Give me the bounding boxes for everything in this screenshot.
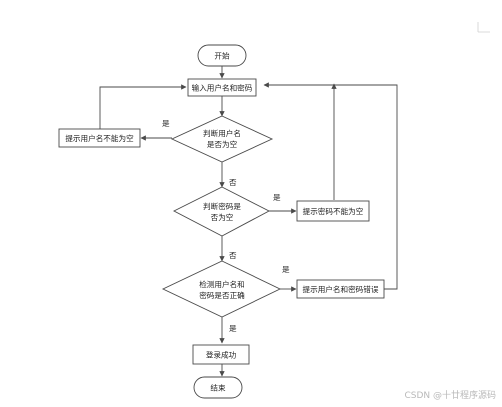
node-start-text: 开始 (214, 51, 230, 61)
node-tip-wrong: 提示用户名和密码错误 (296, 279, 385, 299)
node-tip-pwd-text: 提示密码不能为空 (303, 206, 364, 216)
label-user-empty-no: 否 (229, 178, 237, 187)
node-start: 开始 (197, 44, 247, 67)
node-login-success: 登录成功 (192, 344, 250, 365)
node-input: 输入用户名和密码 (187, 78, 257, 97)
label-match-yes: 是 (229, 324, 237, 333)
node-tip-user-text: 提示用户名不能为空 (65, 133, 134, 143)
node-check-pwd-empty: 判断密码是 否为空 (173, 186, 270, 237)
watermark-text: CSDN @十廿程序源码 (404, 389, 496, 401)
node-check-match-text-1: 检测用户名和 (199, 279, 245, 289)
page-corner-mark (477, 22, 490, 33)
node-check-user-text-1: 判断用户名 (203, 128, 241, 138)
node-end-text: 结束 (210, 383, 226, 393)
node-tip-wrong-text: 提示用户名和密码错误 (303, 284, 379, 294)
edge-tip-user-loop (99, 84, 187, 129)
node-end: 结束 (193, 376, 243, 399)
node-check-pwd-text-2: 否为空 (211, 212, 234, 222)
node-check-match-text-2: 密码是否正确 (199, 290, 245, 300)
node-check-user-text-2: 是否为空 (207, 139, 238, 149)
node-input-text: 输入用户名和密码 (192, 83, 253, 93)
label-pwd-empty-no: 否 (229, 251, 237, 260)
label-match-wrong: 是 (282, 265, 290, 274)
node-tip-user-empty: 提示用户名不能为空 (58, 128, 141, 148)
edge-tip-wrong-loop (263, 82, 398, 290)
node-login-success-text: 登录成功 (206, 350, 237, 360)
node-check-user-empty: 判断用户名 是否为空 (170, 115, 274, 163)
node-tip-pwd-empty: 提示密码不能为空 (296, 200, 370, 222)
label-user-empty-yes: 是 (162, 119, 170, 128)
node-check-pwd-text-1: 判断密码是 (203, 201, 241, 211)
node-check-match: 检测用户名和 密码是否正确 (161, 260, 282, 318)
label-pwd-empty-yes: 是 (273, 193, 281, 202)
